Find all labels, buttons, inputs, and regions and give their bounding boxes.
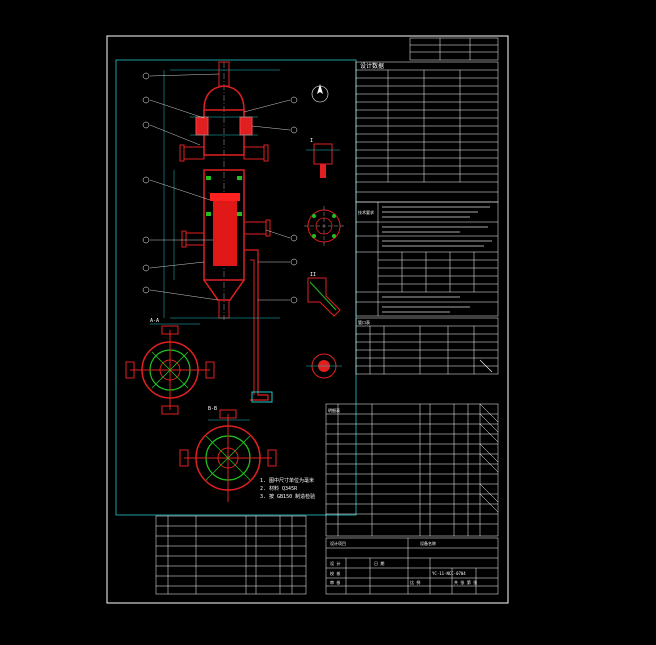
title-block	[325, 537, 499, 595]
vessel-elevation	[142, 61, 298, 403]
plan-view-b	[179, 409, 277, 502]
title-sheet-label: 共 张 第 张	[454, 579, 477, 585]
title-drawing-no: YC-11-NCC-0704	[432, 571, 466, 576]
view-label-detail-2: II	[310, 272, 316, 278]
title-date-label: 日 期	[374, 560, 384, 566]
note-line-1: 1. 图中尺寸单位为毫米	[260, 477, 314, 484]
title-part-label: 设备名称	[420, 540, 436, 546]
technical-text-lines	[382, 206, 492, 313]
detail-views	[304, 143, 344, 379]
view-label-a: A-A	[150, 318, 159, 324]
notes-block: 1. 图中尺寸单位为毫米 2. 材料 Q345R 3. 按 GB150 制造检验	[260, 477, 315, 500]
title-scale-label: 比 例	[410, 579, 420, 585]
plan-view-a	[125, 323, 215, 415]
parts-list-heading: 明细表	[328, 407, 340, 413]
north-arrow-icon	[311, 84, 329, 103]
view-label-b: B-B	[208, 406, 217, 412]
title-design-label: 设 计	[330, 560, 340, 566]
parts-list-slashes	[479, 403, 499, 513]
view-label-detail-1: I	[310, 138, 313, 144]
drawing-border	[106, 35, 509, 604]
view-frame	[115, 59, 357, 516]
design-data-heading: 设计数据	[360, 62, 384, 70]
title-project-label: 设计项目	[330, 540, 346, 546]
parts-list-table	[325, 403, 499, 537]
nozzle-table-heading: 管口表	[358, 319, 370, 325]
technical-requirements-table	[355, 201, 499, 317]
note-line-2: 2. 材料 Q345R	[260, 485, 298, 492]
nozzle-marks	[479, 359, 493, 373]
note-line-3: 3. 按 GB150 制造检验	[260, 493, 315, 500]
title-approve-label: 审 核	[330, 579, 340, 585]
technical-req-heading: 技术要求	[358, 209, 374, 215]
nozzle-table	[355, 317, 499, 375]
title-check-label: 校 核	[330, 570, 340, 576]
parts-list-table-left	[155, 515, 307, 595]
